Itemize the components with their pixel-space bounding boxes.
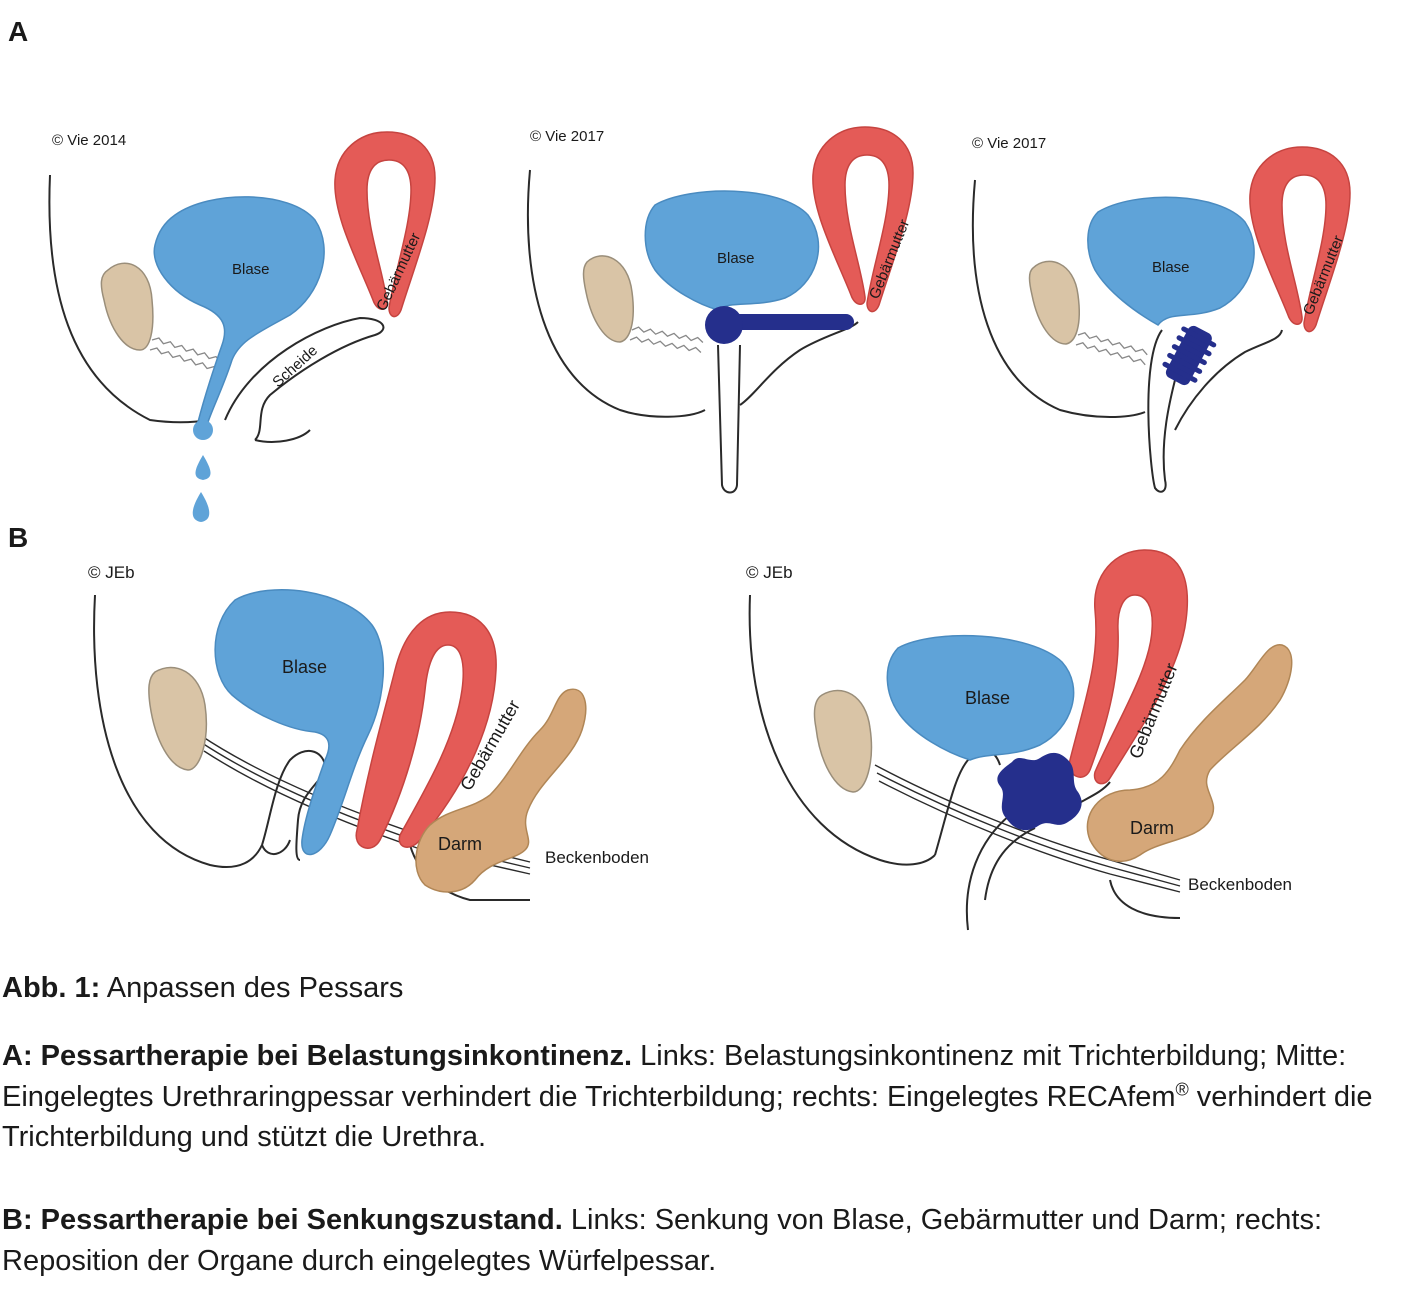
- figure-title: Abb. 1: Anpassen des Pessars: [2, 968, 1412, 1009]
- pelvic-floor-label: Beckenboden: [545, 848, 649, 867]
- body-outline: [93, 594, 263, 869]
- pelvic-floor-label: Beckenboden: [1188, 875, 1292, 894]
- vagina-outline: [1147, 329, 1176, 493]
- copyright-a-right: © Vie 2017: [972, 135, 1046, 152]
- caption-a-heading: A: Pessartherapie bei Belastungsinkontin…: [2, 1040, 633, 1072]
- copyright-a-left: © Vie 2014: [52, 132, 126, 149]
- caption-b-heading: B: Pessartherapie bei Senkungszustand.: [2, 1204, 563, 1236]
- pubic-bone: [148, 666, 208, 771]
- bladder: [153, 196, 325, 433]
- diagram-b-left: © JEb Blase Gebärmutter Darm Beckenboden: [88, 563, 649, 901]
- copyright-b-right: © JEb: [746, 563, 793, 582]
- cube-pessary: [997, 752, 1082, 831]
- vagina-outline: [934, 750, 1001, 856]
- copyright-b-left: © JEb: [88, 563, 135, 582]
- bladder-label: Blase: [282, 657, 327, 677]
- diagram-a-left: © Vie 2014 Blase Gebärmutter Scheide: [48, 131, 436, 522]
- body-outline: [748, 594, 936, 866]
- copyright-a-mid: © Vie 2017: [530, 128, 604, 145]
- caption-a-text: Links: Belastungsinkontinenz mit Trichte…: [2, 1040, 1347, 1113]
- bladder: [644, 190, 820, 311]
- bladder-label: Blase: [965, 688, 1010, 708]
- urine-drop: [195, 455, 211, 480]
- uterus: [1068, 549, 1189, 785]
- bowel: [1086, 644, 1293, 863]
- bladder-label: Blase: [232, 261, 270, 278]
- registered-mark: ®: [1175, 1078, 1189, 1099]
- body-outline: [971, 179, 1146, 418]
- diagram-a-middle: © Vie 2017 Blase Gebärmutter: [526, 126, 914, 494]
- bladder: [886, 634, 1075, 761]
- pubic-bone: [813, 689, 873, 793]
- bowel-label: Darm: [1130, 818, 1174, 838]
- body-outline: [526, 169, 706, 418]
- bladder: [214, 589, 385, 856]
- recafem-pessary: [1162, 325, 1217, 386]
- bladder: [1087, 196, 1255, 326]
- panel-label-a: A: [8, 16, 29, 47]
- diagram-b-right: © JEb Blase Gebärmutter Darm Beckenboden: [746, 549, 1293, 931]
- caption-a-text-end: verhindert die Trichterbildung und stütz…: [2, 1080, 1373, 1154]
- caption-a: A: Pessartherapie bei Belastungsinkontin…: [2, 1036, 1412, 1158]
- figure-illustrations: © Vie 2014 Blase Gebärmutter Scheide © V…: [48, 126, 1351, 931]
- pessary-ring: [705, 306, 743, 344]
- bladder-label: Blase: [1152, 259, 1190, 276]
- vagina-label: Scheide: [269, 342, 321, 391]
- figure-title-text: Anpassen des Pessars: [100, 972, 404, 1004]
- panel-label-b: B: [8, 522, 29, 553]
- urethra-ring-pessary: [724, 314, 854, 330]
- figure-number: Abb. 1:: [2, 972, 101, 1004]
- bowel-label: Darm: [438, 834, 482, 854]
- diagram-a-right: © Vie 2017 Blase Gebärmutter: [971, 135, 1351, 493]
- urethra-outline: [717, 344, 741, 494]
- caption-b: B: Pessartherapie bei Senkungszustand. L…: [2, 1200, 1412, 1281]
- bladder-label: Blase: [717, 250, 755, 267]
- vagina-outline: [224, 316, 385, 441]
- urine-drop: [192, 492, 210, 522]
- bowel: [415, 688, 587, 893]
- pubic-bone: [100, 262, 154, 351]
- pubic-bone: [582, 255, 634, 343]
- uterus: [355, 611, 497, 849]
- caption-b-text: Links: Senkung von Blase, Gebärmutter un…: [2, 1204, 1323, 1277]
- pubic-bone: [1028, 260, 1080, 345]
